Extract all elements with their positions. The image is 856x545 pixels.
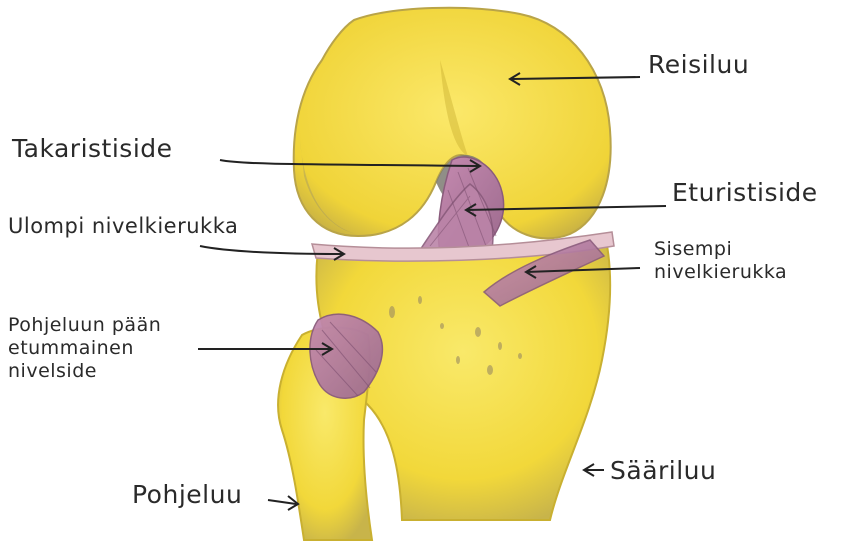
label-pohjeluun-paan-nivelside: Pohjeluun pään etummainen nivelside [8, 314, 161, 383]
label-sisempi-line2: nivelkierukka [654, 261, 787, 284]
label-pohjeluun-line1: Pohjeluun pään [8, 314, 161, 337]
label-pohjeluun-line3: nivelside [8, 360, 161, 383]
label-eturistiside: Eturistiside [672, 178, 818, 207]
label-sisempi-nivelkierukka: Sisempi nivelkierukka [654, 238, 787, 284]
label-saariluu: Sääriluu [610, 456, 716, 485]
label-ulompi-nivelkierukka: Ulompi nivelkierukka [8, 214, 238, 238]
label-takaristiside: Takaristiside [12, 134, 173, 163]
label-pohjeluun-line2: etummainen [8, 337, 161, 360]
label-pohjeluu: Pohjeluu [132, 480, 242, 509]
label-sisempi-line1: Sisempi [654, 238, 787, 261]
label-reisiluu: Reisiluu [648, 50, 749, 79]
